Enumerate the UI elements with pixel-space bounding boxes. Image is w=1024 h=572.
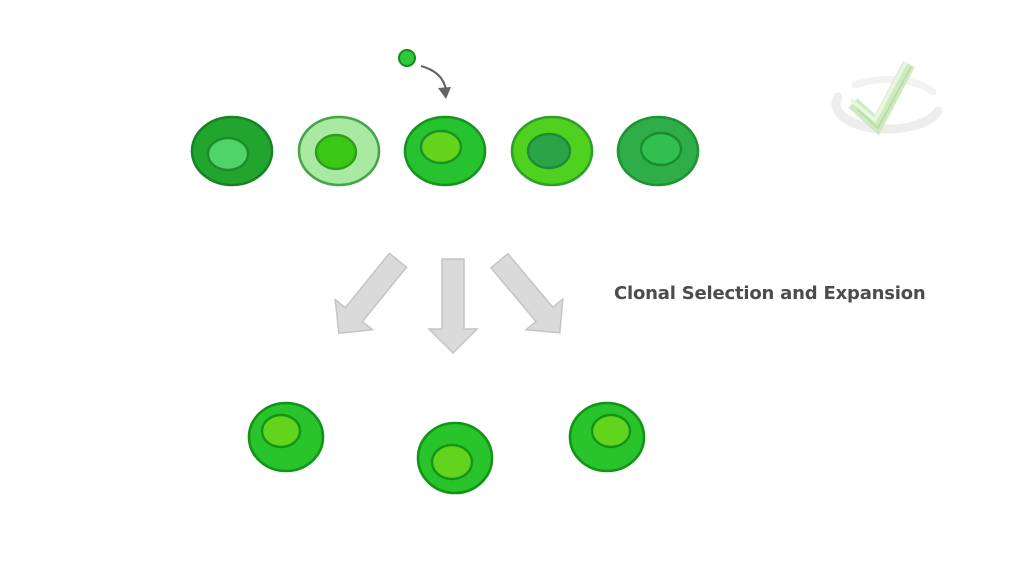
down-right-arrow-icon xyxy=(489,252,564,334)
watermark-check-logo xyxy=(831,60,943,136)
check-icon-highlight xyxy=(849,61,908,123)
b-cell-1 xyxy=(190,115,274,187)
cell-nucleus xyxy=(260,413,302,449)
cell-nucleus xyxy=(430,443,474,481)
clone-cell-3 xyxy=(568,401,646,473)
b-cell-pool xyxy=(190,115,700,187)
b-cell-4 xyxy=(510,115,594,187)
diagram-label: Clonal Selection and Expansion xyxy=(614,283,926,304)
b-cell-5 xyxy=(616,115,700,187)
antigen-icon xyxy=(398,49,416,67)
b-cell-3 xyxy=(403,115,487,187)
b-cell-2 xyxy=(297,115,381,187)
cell-nucleus xyxy=(206,136,250,172)
cell-nucleus xyxy=(526,132,572,170)
antigen-arrowhead-icon xyxy=(438,87,451,99)
cell-nucleus xyxy=(314,133,358,171)
cell-nucleus xyxy=(590,413,632,449)
cell-nucleus xyxy=(639,131,683,167)
clone-row xyxy=(247,401,646,495)
clone-cell-2 xyxy=(416,421,494,495)
down-left-arrow-icon xyxy=(334,252,408,335)
clone-cell-1 xyxy=(247,401,325,473)
antigen-arrow-curve xyxy=(420,64,448,91)
expansion-arrows xyxy=(334,252,564,355)
down-arrow-icon xyxy=(427,258,479,355)
check-icon-edge xyxy=(856,66,912,130)
antigen-arrow xyxy=(420,64,451,99)
cell-nucleus xyxy=(419,129,463,165)
